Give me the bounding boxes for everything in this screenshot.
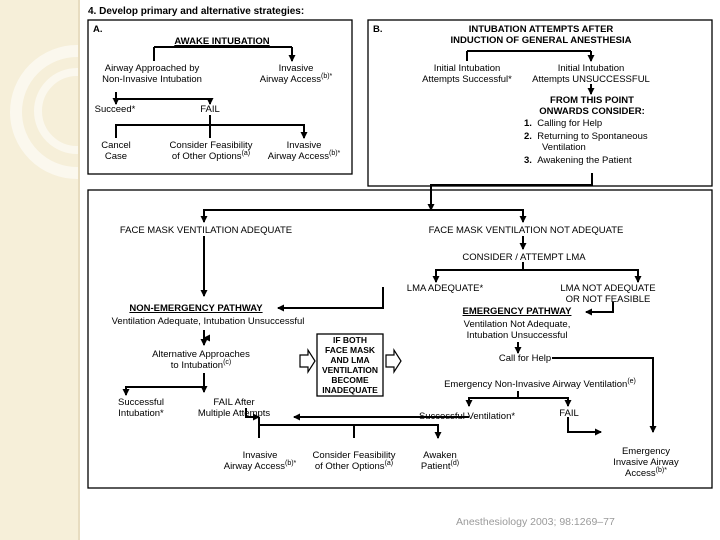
non-emergency-pathway-title: NON-EMERGENCY PATHWAY [129,303,263,314]
panel-a-box [87,19,353,175]
panel-a-label: A. [93,24,103,35]
figure-heading: 4. Develop primary and alternative strat… [88,6,305,17]
emergency-pathway-title: EMERGENCY PATHWAY [462,306,572,317]
decorative-ring [34,68,120,154]
fm-not-adequate: FACE MASK VENTILATION NOT ADEQUATE [428,225,624,236]
decorative-line [78,0,80,540]
fail-label-a: FAIL [200,104,220,115]
if-both-box [316,333,384,397]
succeed-label: Succeed* [94,104,136,115]
citation: Anesthesiology 2003; 98:1269–77 [456,516,615,528]
option-2: 2. Returning to Spontaneous [524,131,648,142]
option-3: 3. Awakening the Patient [524,155,632,166]
algorithm-figure: 4. Develop primary and alternative strat… [86,0,716,500]
fail-label-b: FAIL [559,408,579,419]
emergency-pathway-sub: Ventilation Not Adequate,Intubation Unsu… [463,319,571,341]
fm-adequate: FACE MASK VENTILATION ADEQUATE [119,225,293,236]
option-2-cont: Ventilation [542,142,586,153]
lower-box [87,189,713,489]
awake-intubation-title: AWAKE INTUBATION [174,36,270,47]
successful-ventilation: Successful Ventilation* [418,411,516,422]
consider-lma: CONSIDER / ATTEMPT LMA [462,252,586,263]
decorative-sidebar [0,0,144,540]
option-1: 1. Calling for Help [524,118,603,129]
call-for-help: Call for Help [498,353,552,364]
emergency-noninvasive-ventilation: Emergency Non-Invasive Airway Ventilatio… [444,377,636,390]
panel-b-label: B. [373,24,383,35]
non-emergency-pathway-sub: Ventilation Adequate, Intubation Unsucce… [111,316,305,327]
flowchart-lines [87,19,713,489]
hollow-arrows [299,347,402,375]
lma-adequate: LMA ADEQUATE* [406,283,484,294]
